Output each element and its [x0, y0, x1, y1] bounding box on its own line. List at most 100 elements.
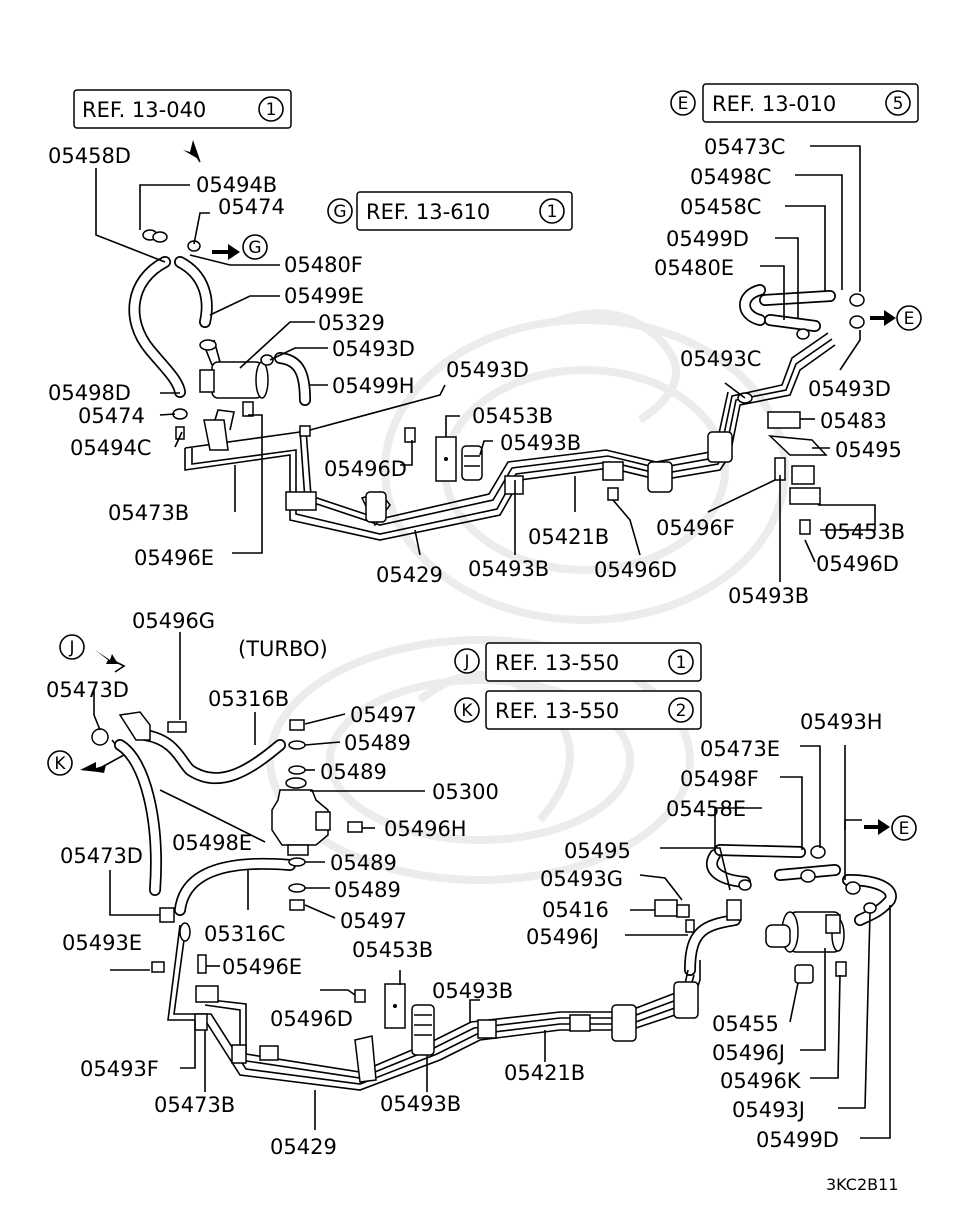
part-label: 05493B [728, 584, 809, 608]
part-label: 05458D [48, 144, 131, 168]
part-label: 05494B [196, 173, 277, 197]
part-label: 05496F [656, 516, 735, 540]
leader-lines [93, 145, 891, 1139]
part-label: 05497 [350, 703, 417, 727]
part-label: 05473B [108, 501, 189, 525]
part-label: 05473E [700, 737, 780, 761]
part-label: 05496H [384, 817, 467, 841]
part-label: 05498E [172, 831, 252, 855]
part-label: 05421B [528, 525, 609, 549]
part-label: 05495 [564, 839, 631, 863]
clamps-upper [142, 229, 865, 420]
ref-label: REF. 13-010 [712, 92, 836, 116]
part-label: 05316C [204, 922, 285, 946]
ref-box-13-550-j[interactable]: J REF. 13-550 1 [454, 642, 702, 682]
part-label: 05493F [80, 1057, 159, 1081]
brackets-lower [194, 899, 742, 1083]
arrow-up-ref-13-040 [183, 140, 201, 163]
part-label: 05496D [270, 1007, 353, 1031]
part-label: 05493G [540, 867, 623, 891]
labels-lower: (TURBO) 05496G 05473D 05316B 05497 05489… [46, 609, 898, 1194]
part-label: 05453B [472, 404, 553, 428]
ref-box-13-610[interactable]: G REF. 13-610 1 [327, 191, 573, 231]
part-label: 05453B [824, 520, 905, 544]
part-label: 05489 [330, 851, 397, 875]
part-label: 05473C [704, 135, 785, 159]
part-label: 05480F [284, 253, 363, 277]
part-label: 05496J [712, 1041, 785, 1065]
fuel-filter-upper [199, 339, 269, 399]
part-label: 05494C [70, 436, 151, 460]
part-label: 05499D [756, 1128, 839, 1152]
part-label: 05416 [542, 898, 609, 922]
arrow-to-k: K [47, 739, 126, 776]
part-label: 05496D [816, 552, 899, 576]
part-label: 05496K [720, 1069, 802, 1093]
part-label: 05499D [666, 227, 749, 251]
part-label: 05493C [680, 347, 761, 371]
watermark-emblem [266, 309, 789, 884]
part-label: 05329 [318, 311, 385, 335]
marker-e: E [899, 819, 910, 839]
part-label: 05453B [352, 938, 433, 962]
part-label: 05421B [504, 1061, 585, 1085]
brackets-upper [175, 401, 828, 535]
ref-box-13-550-k[interactable]: K REF. 13-550 2 [454, 690, 702, 730]
part-label: 05493D [808, 377, 891, 401]
ref-letter: E [678, 94, 689, 114]
part-label: 05493H [800, 710, 883, 734]
part-label: 05489 [334, 878, 401, 902]
part-label: 05493B [432, 979, 513, 1003]
fuel-filter-lower [738, 845, 877, 984]
part-label: 05496J [526, 925, 599, 949]
marker-g: G [248, 238, 261, 258]
turbo-label: (TURBO) [238, 637, 328, 661]
labels-upper: 05458D 05494B 05474 05480F 05499E 05329 … [48, 135, 905, 608]
part-label: 05473B [154, 1093, 235, 1117]
ref-label: REF. 13-040 [82, 98, 206, 122]
ref-letter: J [463, 652, 469, 672]
ref-letter: K [461, 701, 473, 721]
part-label: 05493J [732, 1098, 805, 1122]
pressure-regulator [271, 777, 331, 856]
ref-letter: G [333, 202, 346, 222]
part-label: 05458C [680, 195, 761, 219]
ref-box-13-040[interactable]: REF. 13-040 1 [73, 89, 292, 129]
marker-k: K [54, 754, 66, 774]
ref-label: REF. 13-610 [366, 200, 490, 224]
part-label: 05483 [820, 409, 887, 433]
ref-number: 1 [547, 202, 558, 222]
part-label: 05493E [62, 931, 142, 955]
arrow-to-j: J [59, 634, 126, 673]
part-label: 05496D [594, 558, 677, 582]
part-label: 05496G [132, 609, 215, 633]
part-label: 05458E [666, 797, 746, 821]
part-label: 05429 [376, 563, 443, 587]
arrow-to-g: G [212, 234, 268, 260]
part-label: 05493B [468, 557, 549, 581]
ref-number: 1 [266, 100, 277, 120]
part-label: 05429 [270, 1135, 337, 1159]
part-label: 05499E [284, 284, 364, 308]
part-label: 05489 [344, 731, 411, 755]
part-label: 05493B [500, 431, 581, 455]
part-label: 05493D [332, 337, 415, 361]
part-label: 05493B [380, 1092, 461, 1116]
drawing-code: 3KC2B11 [826, 1175, 898, 1194]
part-label: 05496E [134, 546, 214, 570]
part-label: 05498F [680, 767, 759, 791]
part-label: 05474 [78, 404, 145, 428]
part-label: 05498C [690, 165, 771, 189]
ref-box-13-010[interactable]: E REF. 13-010 5 [670, 83, 919, 123]
part-label: 05497 [340, 909, 407, 933]
ref-label: REF. 13-550 [495, 651, 619, 675]
part-label: 05473D [46, 678, 129, 702]
part-label: 05496D [324, 457, 407, 481]
part-label: 05316B [208, 687, 289, 711]
part-label: 05498D [48, 381, 131, 405]
part-label: 05300 [432, 780, 499, 804]
part-label: 05473D [60, 844, 143, 868]
washers-and-bolts-lower [91, 711, 363, 974]
